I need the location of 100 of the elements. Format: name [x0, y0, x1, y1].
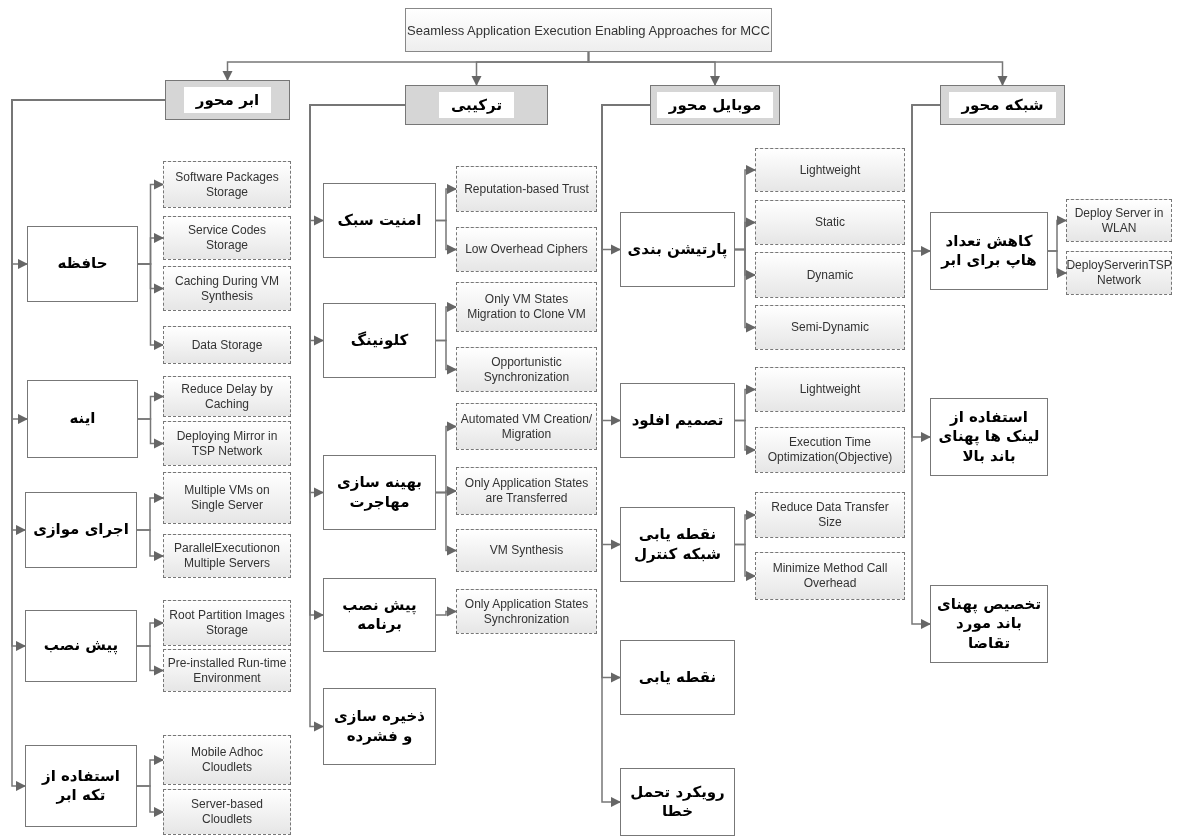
- technique-box: [456, 166, 597, 212]
- technique-label: Only Application States are Transferred: [463, 476, 590, 506]
- approach-label: پارتیشن بندی: [627, 239, 728, 260]
- approach-label: پیش نصب: [43, 636, 119, 656]
- technique-label: Root Partition Images Storage: [168, 608, 286, 638]
- approach-label: اینه: [69, 409, 96, 429]
- technique-box: [163, 421, 291, 466]
- approach-label: ذخیره سازی و فشرده: [333, 707, 426, 746]
- approach-box: [27, 380, 138, 458]
- approach-label: امنیت سبک: [337, 210, 422, 231]
- technique-label: Lightweight: [799, 382, 861, 397]
- technique-box: [755, 492, 905, 538]
- technique-label: Caching During VM Synthesis: [173, 273, 280, 304]
- arrow: [435, 339, 458, 375]
- arrow: [136, 529, 165, 562]
- technique-label: ParallelExecutionon Multiple Servers: [172, 541, 282, 571]
- technique-box: [456, 529, 597, 572]
- technique-box: [456, 589, 597, 634]
- technique-box: [163, 266, 291, 311]
- technique-box: [755, 148, 905, 192]
- technique-label: Reduce Data Transfer Size: [770, 500, 890, 530]
- technique-box: [163, 649, 291, 692]
- header-label: ابر محور: [183, 87, 272, 113]
- technique-box: [755, 427, 905, 473]
- approach-box: [620, 212, 735, 287]
- category-header: [165, 80, 290, 120]
- technique-label: Lightweight: [799, 162, 861, 178]
- approach-label: کلونینگ: [350, 330, 409, 351]
- technique-label: Multiple VMs on Single Server: [183, 483, 271, 513]
- technique-box: [755, 305, 905, 350]
- approach-box: [930, 398, 1048, 476]
- approach-label: استفاده از تکه ابر: [40, 766, 121, 806]
- technique-label: Automated VM Creation/ Migration: [460, 411, 593, 442]
- approach-box: [620, 640, 735, 715]
- arrow: [435, 491, 458, 556]
- approach-box: [620, 768, 735, 836]
- technique-label: Execution Time Optimization(Objective): [766, 435, 894, 465]
- arrow: [136, 785, 165, 818]
- approach-box: [930, 212, 1048, 290]
- approach-box: [27, 226, 138, 302]
- technique-box: [163, 216, 291, 260]
- technique-label: VM Synthesis: [489, 543, 564, 558]
- arrow: [137, 418, 165, 449]
- technique-box: [456, 227, 597, 272]
- technique-box: [755, 367, 905, 412]
- approach-label: اجرای موازی: [33, 520, 129, 540]
- arrow: [911, 104, 941, 630]
- arrow: [734, 419, 757, 456]
- approach-label: نقطه یابی شبکه کنترل: [632, 525, 723, 564]
- approach-box: [323, 688, 436, 765]
- arrow: [435, 219, 458, 255]
- technique-box: [456, 467, 597, 515]
- root-box: [405, 8, 772, 52]
- technique-box: [1066, 251, 1172, 295]
- category-header: [650, 85, 780, 125]
- technique-label: Semi-Dynamic: [791, 320, 869, 335]
- technique-label: Opportunistic Synchronization: [482, 354, 571, 385]
- arrow: [435, 606, 458, 617]
- technique-box: [1066, 199, 1172, 242]
- approach-box: [620, 383, 735, 458]
- technique-box: [163, 472, 291, 524]
- approach-label: پیش نصب برنامه: [341, 595, 418, 635]
- technique-label: Mobile Adhoc Cloudlets: [189, 745, 264, 775]
- category-header: [405, 85, 548, 125]
- technique-label: Service Codes Storage: [186, 223, 267, 253]
- approach-box: [323, 183, 436, 258]
- technique-label: Data Storage: [191, 337, 263, 353]
- technique-label: Only VM States Migration to Clone VM: [466, 292, 587, 322]
- technique-box: [755, 252, 905, 298]
- technique-label: Pre-installed Run-time Environment: [167, 655, 287, 686]
- approach-box: [25, 492, 137, 568]
- technique-box: [163, 326, 291, 364]
- technique-box: [163, 376, 291, 417]
- approach-label: تصمیم افلود: [631, 410, 724, 431]
- approach-box: [25, 745, 137, 827]
- technique-label: Deploying Mirror in TSP Network: [175, 428, 279, 459]
- arrow: [136, 645, 165, 676]
- approach-label: کاهش تعداد هاپ برای ابر: [939, 231, 1038, 271]
- technique-label: Server-based Cloudlets: [189, 797, 264, 827]
- root-label: Seamless Application Execution Enabling Approaches for MCC: [407, 22, 770, 38]
- technique-label: Minimize Method Call Overhead: [771, 561, 889, 591]
- technique-box: [456, 403, 597, 450]
- technique-label: Low Overhead Ciphers: [465, 242, 588, 257]
- arrow: [1047, 250, 1068, 279]
- arrow: [587, 51, 1008, 87]
- technique-label: Reduce Delay by Caching: [180, 381, 274, 412]
- technique-box: [163, 600, 291, 646]
- header-label: موبایل محور: [656, 92, 774, 118]
- arrow: [734, 248, 757, 333]
- technique-label: Reputation-based Trust: [464, 181, 589, 197]
- technique-label: Deploy Server in WLAN: [1073, 205, 1165, 236]
- arrow: [137, 263, 165, 351]
- approach-label: تخصیص پهنای باند مورد تقاضا: [935, 594, 1043, 654]
- technique-box: [755, 552, 905, 600]
- header-label: ترکیبی: [438, 92, 515, 118]
- approach-box: [25, 610, 137, 682]
- technique-label: Dynamic: [806, 267, 854, 283]
- approach-box: [930, 585, 1048, 663]
- approach-box: [323, 578, 436, 652]
- technique-label: DeployServerinTSP Network: [1066, 258, 1172, 288]
